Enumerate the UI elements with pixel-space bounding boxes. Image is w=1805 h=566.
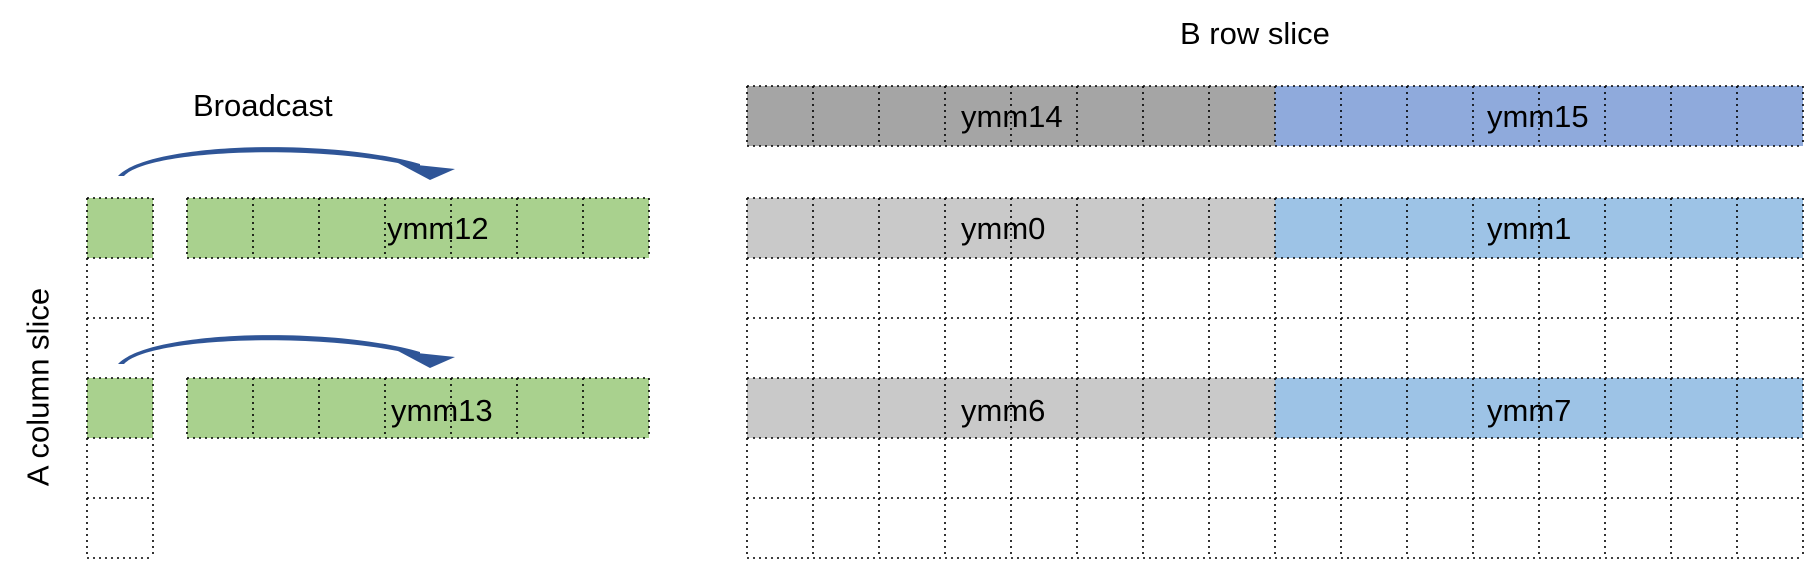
ymm14-label: ymm14 [961, 99, 1063, 134]
ymm15-label: ymm15 [1487, 99, 1589, 134]
ymm13-label: ymm13 [391, 393, 493, 428]
ymm0-label: ymm0 [961, 211, 1046, 246]
a-element-1 [87, 198, 153, 258]
broadcast-arrow-2 [118, 335, 455, 368]
ymm7-label: ymm7 [1487, 393, 1572, 428]
a-column-slice-label: A column slice [20, 287, 56, 487]
ymm12-label: ymm12 [387, 211, 489, 246]
ymm12-register [187, 198, 649, 258]
ymm13-register [187, 378, 649, 438]
broadcast-label: Broadcast [193, 88, 333, 123]
ymm6-label: ymm6 [961, 393, 1046, 428]
a-element-2 [87, 378, 153, 438]
b-row-slice-label: B row slice [1180, 16, 1330, 51]
ymm1-label: ymm1 [1487, 211, 1572, 246]
broadcast-arrow-1 [118, 147, 455, 180]
